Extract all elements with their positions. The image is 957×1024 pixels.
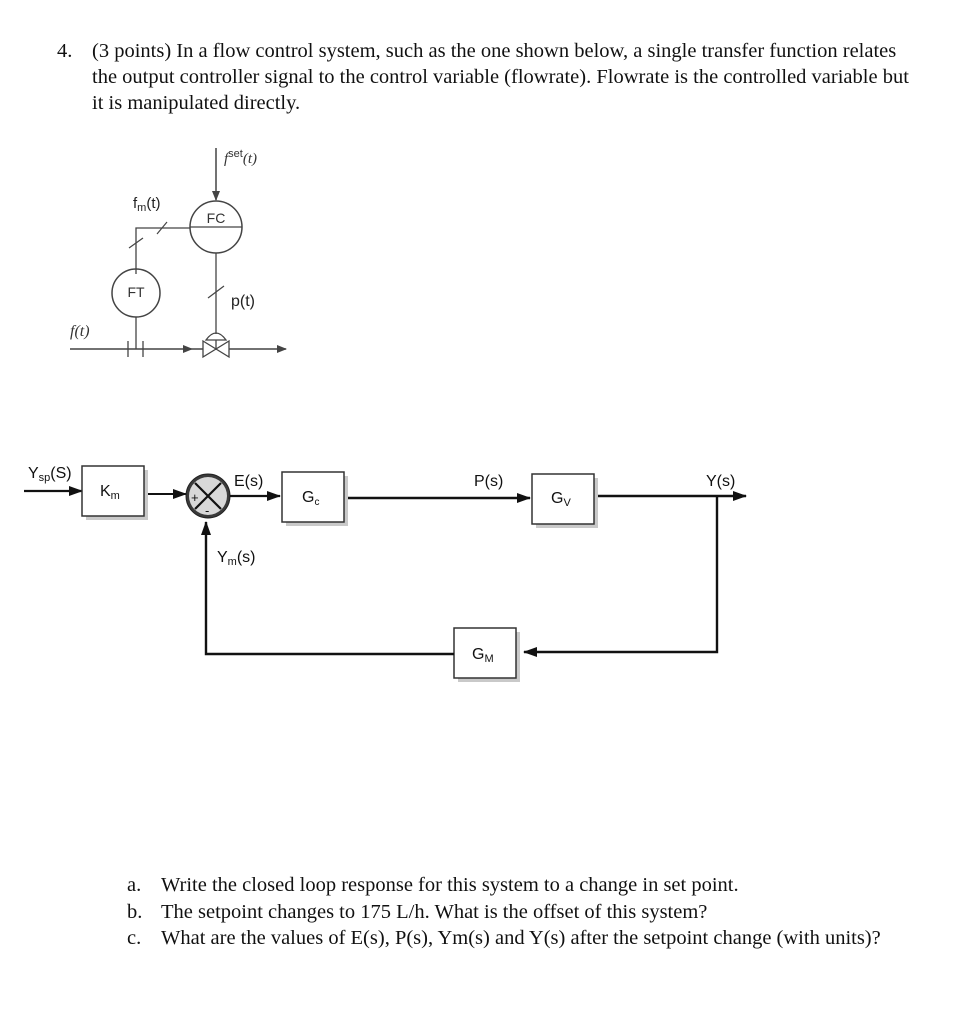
question-number: 4. xyxy=(57,40,73,62)
y-label: Y(s) xyxy=(706,473,735,490)
km-block xyxy=(81,465,145,517)
gc-block xyxy=(281,471,345,523)
subpart-text: The setpoint changes to 175 L/h. What is… xyxy=(161,900,708,923)
control-valve-icon xyxy=(202,339,230,359)
fm-signal-hash-2 xyxy=(156,221,168,235)
e-label: E(s) xyxy=(234,473,263,490)
question-text: (3 points) In a flow control system, suc… xyxy=(92,40,909,114)
ysp-label: Ysp(S) xyxy=(28,465,72,484)
fc-label: FC xyxy=(207,210,226,226)
pipe-flow-arrow-icon xyxy=(183,345,193,353)
plus-sign: + xyxy=(191,490,199,505)
p-signal-label: P(s) xyxy=(474,473,503,490)
subpart-text: Write the closed loop response for this … xyxy=(161,874,739,896)
f-label: f(t) xyxy=(70,323,90,340)
feedback-line-left xyxy=(201,521,454,656)
controller-output-hash xyxy=(207,285,225,299)
gm-block xyxy=(453,627,517,679)
setpoint-label: fset(t) xyxy=(224,148,257,167)
feedback-line-right xyxy=(523,496,719,657)
subpart-b: b. The setpoint changes to 175 L/h. What… xyxy=(127,899,917,926)
fm-signal-line xyxy=(135,227,190,274)
subpart-c: c. What are the values of E(s), P(s), Ym… xyxy=(127,925,917,952)
subpart-letter: a. xyxy=(127,874,142,896)
p-label: p(t) xyxy=(231,293,255,310)
subparts-list: a. Write the closed loop response for th… xyxy=(127,872,917,952)
gc-label: Gc xyxy=(302,489,319,508)
ym-label: Ym(s) xyxy=(217,549,256,568)
subpart-a: a. Write the closed loop response for th… xyxy=(127,872,917,899)
minus-sign: - xyxy=(205,503,209,518)
subpart-text: What are the values of E(s), P(s), Ym(s)… xyxy=(161,927,881,949)
gm-label: GM xyxy=(472,646,494,665)
fm-signal-hash-1 xyxy=(128,237,144,249)
valve-actuator-icon xyxy=(204,332,228,341)
fm-label: fm(t) xyxy=(133,195,161,214)
summing-junction-cross-2 xyxy=(194,482,222,510)
subpart-letter: b. xyxy=(127,900,143,923)
ft-label: FT xyxy=(127,284,145,300)
gv-block xyxy=(531,473,595,525)
subpart-letter: c. xyxy=(127,927,142,949)
km-label: Km xyxy=(100,483,120,502)
gv-label: GV xyxy=(551,490,571,509)
